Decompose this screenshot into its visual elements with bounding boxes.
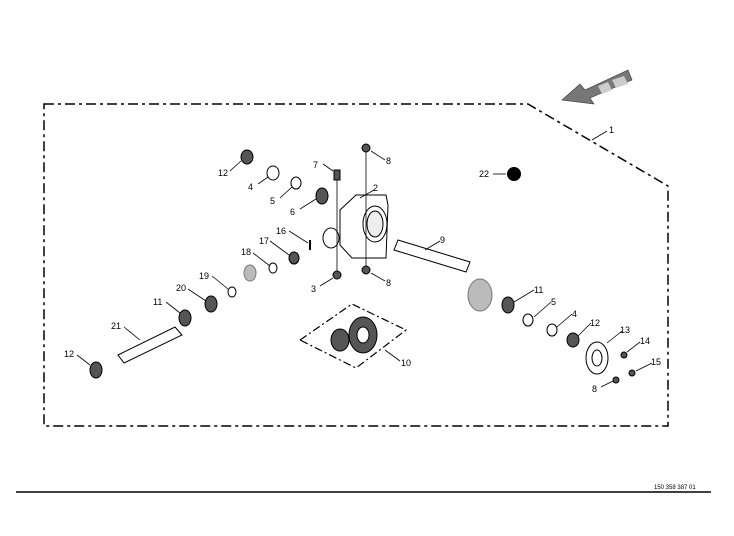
callout-20: 20 <box>176 283 186 293</box>
callout-19: 19 <box>199 271 209 281</box>
leader-lines <box>76 130 653 388</box>
callout-22: 22 <box>479 169 489 179</box>
callout-3: 3 <box>311 284 316 294</box>
callout-7: 7 <box>313 160 318 170</box>
gearbox-housing <box>322 150 389 275</box>
callout-21: 21 <box>111 321 121 331</box>
kit-boundary <box>43 103 669 427</box>
callout-8: 8 <box>386 278 391 288</box>
callout-9: 9 <box>440 235 445 245</box>
callout-4: 4 <box>572 309 577 319</box>
callout-12: 12 <box>590 318 600 328</box>
callout-5: 5 <box>270 196 275 206</box>
callout-labels: 1 2 3 4 5 6 7 8 8 9 10 11 11 12 12 12 13… <box>64 125 661 394</box>
callout-8: 8 <box>386 156 391 166</box>
callout-6: 6 <box>290 207 295 217</box>
callout-14: 14 <box>640 336 650 346</box>
callout-12: 12 <box>64 349 74 359</box>
callout-10: 10 <box>401 358 411 368</box>
reference-number: 150 358 387 01 <box>654 485 696 491</box>
callout-11: 11 <box>153 297 162 307</box>
callout-16: 16 <box>276 226 286 236</box>
grease-dot <box>507 167 521 181</box>
direction-arrow-icon <box>561 69 633 105</box>
callout-1: 1 <box>609 125 614 135</box>
gear-set <box>330 316 378 354</box>
callout-18: 18 <box>241 247 251 257</box>
callout-4: 4 <box>248 182 253 192</box>
callout-2: 2 <box>373 183 378 193</box>
callout-11: 11 <box>534 285 543 295</box>
callout-13: 13 <box>620 325 630 335</box>
small-parts <box>89 143 636 384</box>
callout-12: 12 <box>218 168 228 178</box>
callout-5: 5 <box>551 297 556 307</box>
callout-15: 15 <box>651 357 661 367</box>
callout-8: 8 <box>592 384 597 394</box>
gear-set-boundary <box>298 303 408 369</box>
callout-17: 17 <box>259 236 269 246</box>
